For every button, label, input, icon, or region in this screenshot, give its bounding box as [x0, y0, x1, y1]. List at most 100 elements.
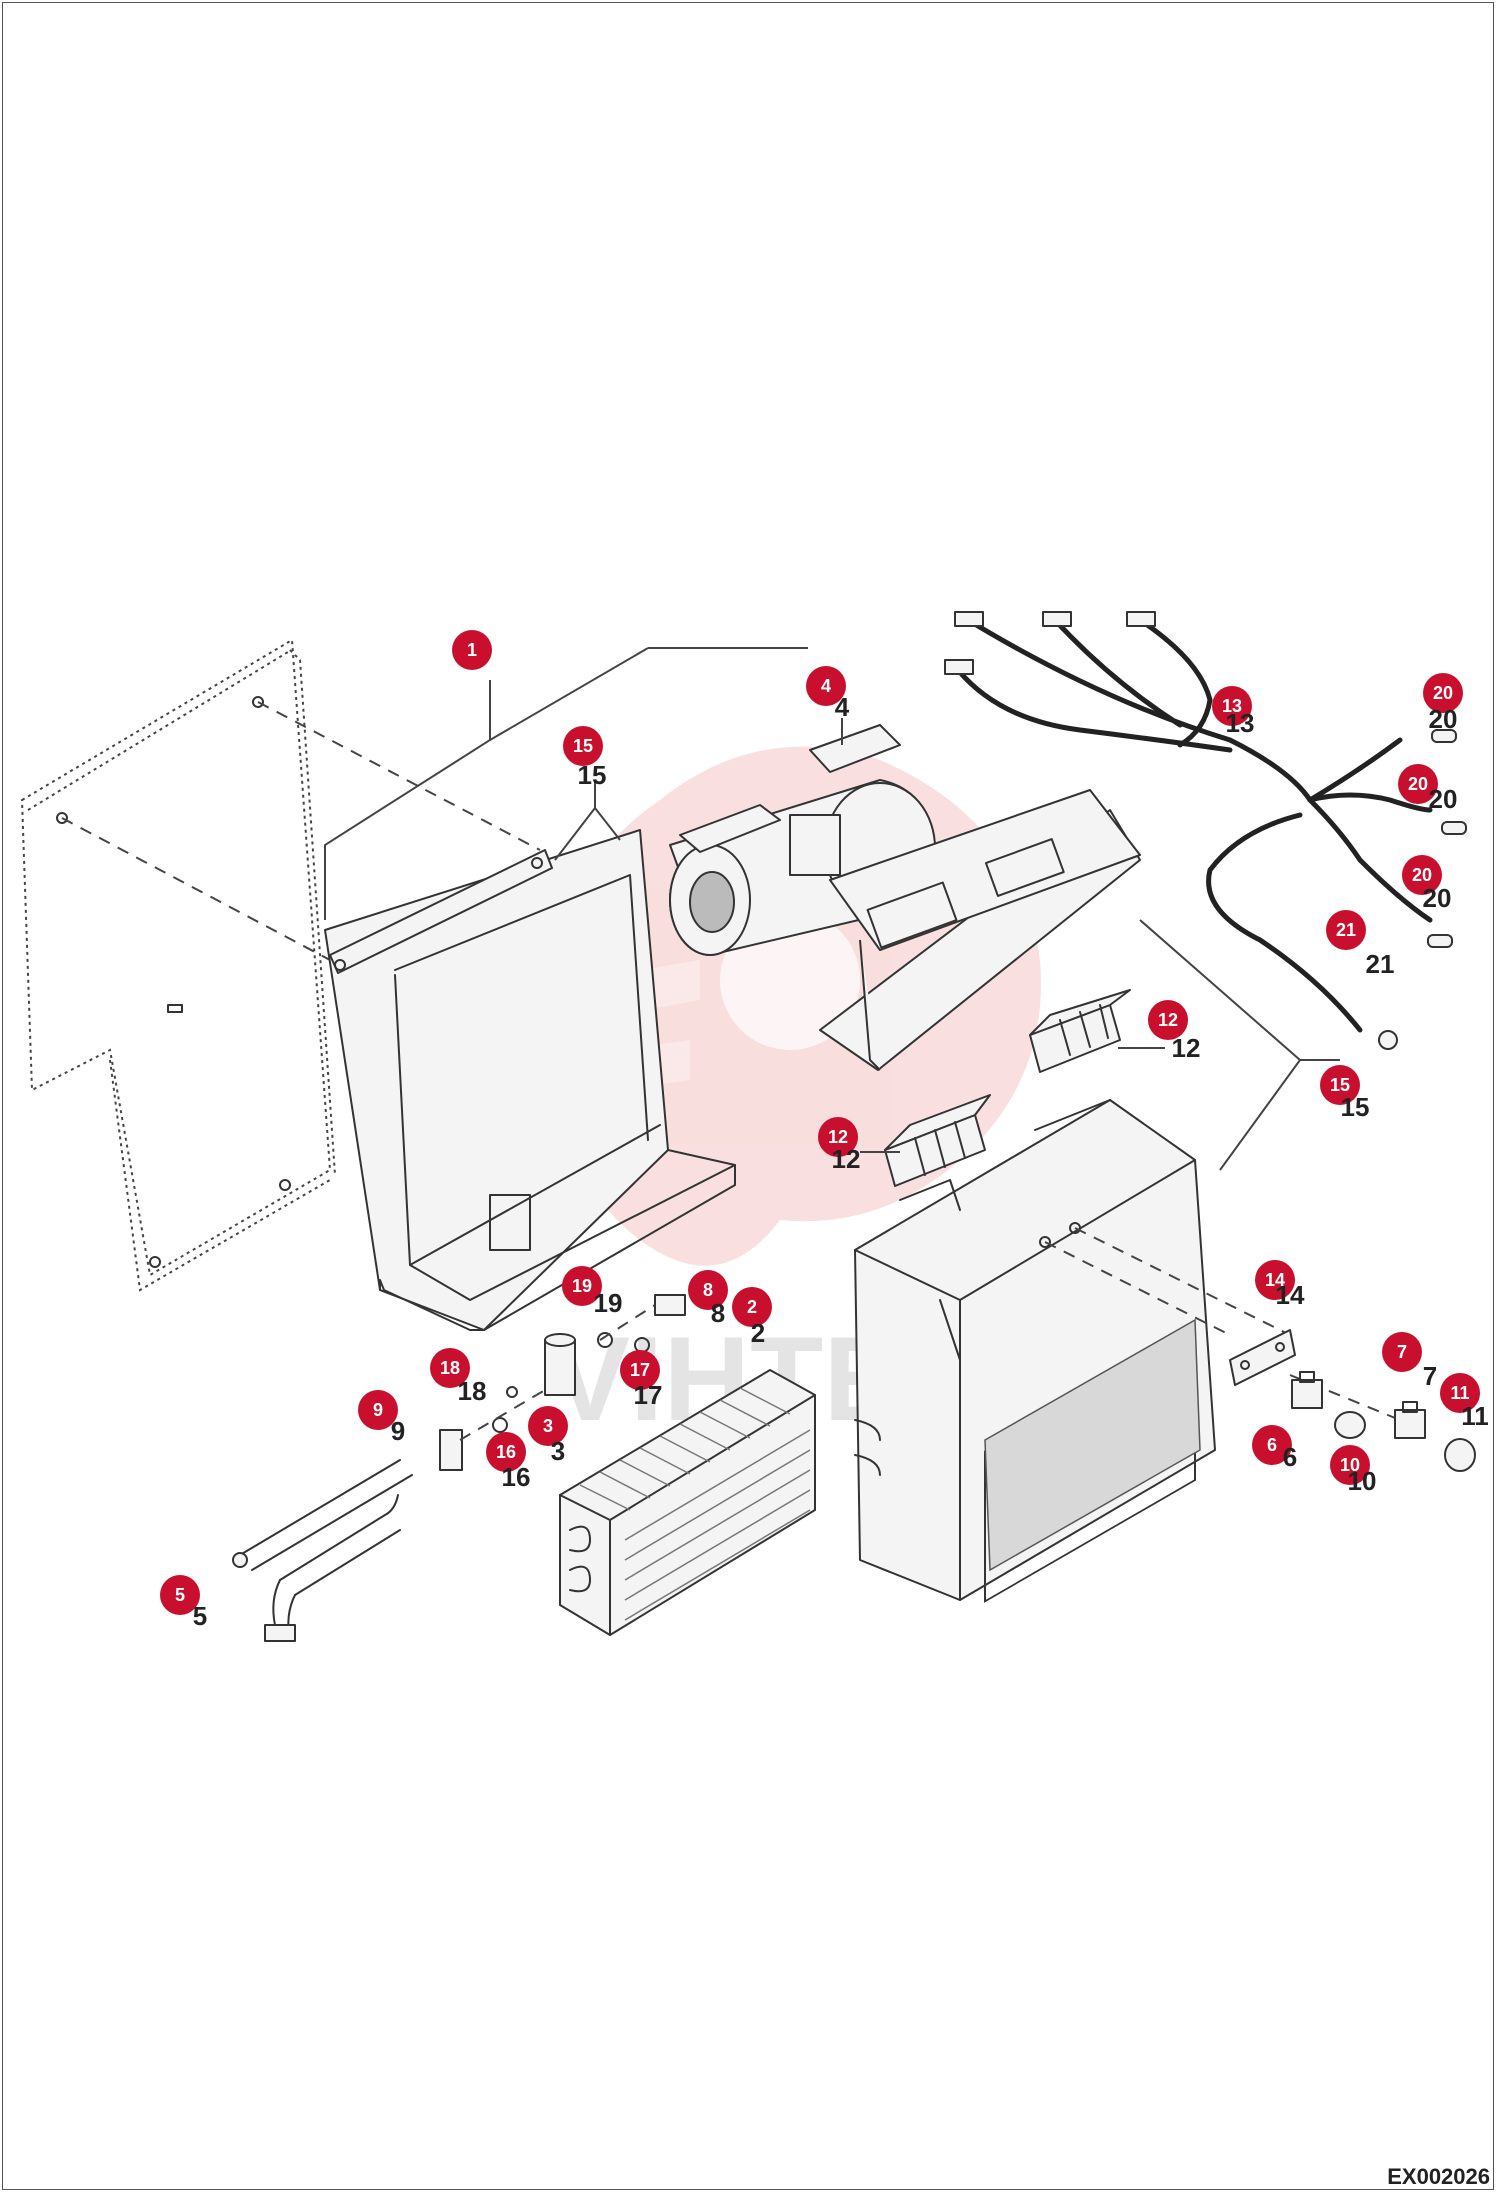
- svg-text:5: 5: [175, 1585, 185, 1605]
- top-duct: [819, 789, 1141, 1071]
- svg-text:19: 19: [572, 1276, 592, 1296]
- plain-number-17: 17: [634, 1380, 663, 1410]
- plain-number-10: 10: [1348, 1466, 1377, 1496]
- plain-number-15-lower: 15: [1341, 1092, 1370, 1122]
- callout-1[interactable]: 1: [452, 630, 492, 670]
- svg-text:10: 10: [1340, 1455, 1360, 1475]
- callout-2[interactable]: 2: [732, 1287, 772, 1327]
- svg-text:17: 17: [630, 1360, 650, 1380]
- svg-text:9: 9: [373, 1400, 383, 1420]
- svg-text:12: 12: [1158, 1010, 1178, 1030]
- callout-3[interactable]: 3: [528, 1406, 568, 1446]
- o-ring: [597, 1332, 613, 1348]
- callout-6[interactable]: 6: [1252, 1425, 1292, 1465]
- callout-21[interactable]: 21: [1326, 910, 1366, 950]
- front-grille: [984, 1318, 1201, 1572]
- plain-number-4: 4: [835, 692, 850, 722]
- heater-hoses: [232, 1459, 413, 1642]
- callout-8[interactable]: 8: [688, 1270, 728, 1310]
- plain-number-11: 11: [1461, 1401, 1489, 1431]
- callout-12-upper[interactable]: 12: [1148, 1000, 1188, 1040]
- svg-text:15: 15: [573, 736, 593, 756]
- callout-5[interactable]: 5: [160, 1575, 200, 1615]
- plain-number-18: 18: [458, 1376, 487, 1406]
- water-valve: [544, 1333, 576, 1396]
- plain-number-7: 7: [1423, 1361, 1437, 1391]
- callout-10[interactable]: 10: [1330, 1445, 1370, 1485]
- svg-text:18: 18: [440, 1358, 460, 1378]
- plain-number-12-upper: 12: [1172, 1033, 1201, 1063]
- wiring-harness: [944, 611, 1433, 1033]
- svg-text:2: 2: [747, 1297, 757, 1317]
- svg-text:14: 14: [1265, 1270, 1285, 1290]
- harness-clip: [1441, 821, 1467, 835]
- plain-number-8: 8: [711, 1298, 725, 1328]
- leader-line: [489, 647, 808, 741]
- plain-number-20-top: 20: [1429, 704, 1458, 734]
- callout-15-upper[interactable]: 15: [563, 726, 603, 766]
- plain-number-9: 9: [391, 1416, 405, 1446]
- assembly-guide-line: [1044, 1241, 1231, 1336]
- connector-plug: [954, 611, 984, 627]
- callout-15-lower[interactable]: 15: [1320, 1065, 1360, 1105]
- svg-text:20: 20: [1412, 865, 1432, 885]
- svg-text:6: 6: [1267, 1435, 1277, 1455]
- svg-text:13: 13: [1222, 696, 1242, 716]
- o-ring: [492, 1417, 508, 1433]
- plain-number-20-middle: 20: [1429, 784, 1458, 814]
- rear-cover-panel: [20, 638, 336, 1292]
- plain-number-3: 3: [551, 1436, 565, 1466]
- leader-line: [324, 680, 491, 920]
- svg-text:12: 12: [828, 1127, 848, 1147]
- svg-text:3: 3: [543, 1416, 553, 1436]
- vent-louvre-upper: [1029, 989, 1131, 1073]
- plain-number-20-bottom: 20: [1423, 883, 1452, 913]
- assembly-guide-line: [61, 817, 331, 961]
- callout-20-middle[interactable]: 20: [1398, 764, 1438, 804]
- leader-line: [554, 780, 621, 861]
- callout-12-lower[interactable]: 12: [818, 1117, 858, 1157]
- fan-switch: [1291, 1371, 1323, 1409]
- svg-text:20: 20: [1433, 683, 1453, 703]
- temperature-switch: [1394, 1401, 1426, 1439]
- assembly-guide-line: [257, 701, 541, 851]
- plain-number-2: 2: [751, 1318, 765, 1348]
- callout-16[interactable]: 16: [486, 1432, 526, 1472]
- assembly-guide-line: [599, 1304, 656, 1341]
- screw: [506, 1386, 518, 1398]
- callout-14[interactable]: 14: [1255, 1260, 1295, 1300]
- plain-number-13: 13: [1226, 708, 1255, 738]
- svg-text:8: 8: [703, 1280, 713, 1300]
- drawing-code: EX002026: [1387, 2164, 1490, 2189]
- vent-louvre-lower: [884, 1094, 991, 1187]
- clamp-bracket-upper: [654, 1294, 686, 1316]
- svg-text:11: 11: [1450, 1383, 1469, 1403]
- callout-20-top[interactable]: 20: [1423, 673, 1463, 713]
- svg-text:1: 1: [467, 640, 477, 660]
- callout-4[interactable]: 4: [806, 666, 846, 706]
- svg-text:21: 21: [1336, 920, 1356, 940]
- plain-number-16: 16: [502, 1462, 531, 1492]
- inner-housing: [324, 829, 736, 1331]
- connector-plug: [944, 659, 974, 675]
- svg-text:20: 20: [1408, 774, 1428, 794]
- callout-7[interactable]: 7: [1382, 1332, 1422, 1372]
- heater-core: [559, 1369, 816, 1636]
- svg-text:7: 7: [1397, 1342, 1407, 1362]
- assembly-guide-line: [1074, 1227, 1291, 1336]
- callout-17[interactable]: 17: [620, 1350, 660, 1390]
- callout-13[interactable]: 13: [1212, 686, 1252, 726]
- switch-mounting-plate: [1229, 1329, 1296, 1386]
- leader-line: [1139, 919, 1340, 1171]
- callout-11[interactable]: 11: [1440, 1373, 1480, 1413]
- plain-number-15-upper: 15: [578, 760, 607, 790]
- svg-text:16: 16: [496, 1442, 516, 1462]
- knob-large: [1444, 1438, 1476, 1472]
- harness-clip: [1431, 729, 1457, 743]
- callout-20-bottom[interactable]: 20: [1402, 855, 1442, 895]
- callout-9[interactable]: 9: [358, 1390, 398, 1430]
- callout-19[interactable]: 19: [562, 1266, 602, 1306]
- callout-18[interactable]: 18: [430, 1348, 470, 1388]
